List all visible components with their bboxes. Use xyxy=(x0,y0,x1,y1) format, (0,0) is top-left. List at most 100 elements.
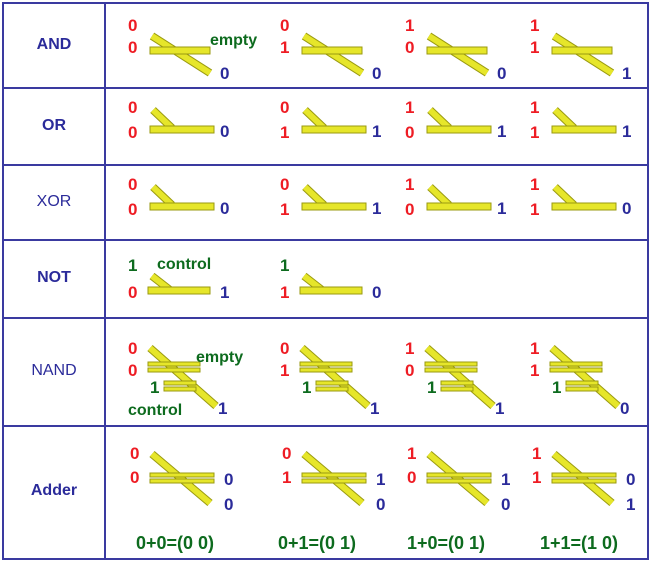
rod xyxy=(149,125,215,134)
output: 1 xyxy=(370,399,379,418)
output-sum: 1 xyxy=(376,470,385,489)
input-a: 1 xyxy=(405,175,414,194)
input-b: 1 xyxy=(530,200,539,219)
row-label-xor: XOR xyxy=(36,192,72,210)
rod xyxy=(147,367,201,373)
rod xyxy=(147,361,201,367)
input-b: 0 xyxy=(128,361,137,380)
input-a: 1 xyxy=(405,98,414,117)
input-a: 1 xyxy=(530,16,539,35)
rod xyxy=(551,202,617,211)
input-b: 1 xyxy=(530,123,539,142)
output: 1 xyxy=(220,283,229,302)
rod xyxy=(149,478,215,484)
control-input: 1 xyxy=(302,378,311,397)
output: 0 xyxy=(622,199,631,218)
rod xyxy=(299,361,353,367)
output: 1 xyxy=(622,64,631,83)
control-input: 1 xyxy=(552,378,561,397)
rod xyxy=(301,472,367,478)
rod xyxy=(551,478,617,484)
rod-diagonal xyxy=(425,345,495,409)
rod xyxy=(147,286,211,295)
output: 1 xyxy=(495,399,504,418)
input-b: 1 xyxy=(530,38,539,57)
rod-diagonal xyxy=(550,345,620,409)
output: 1 xyxy=(372,122,381,141)
input-a: 1 xyxy=(530,175,539,194)
row-label-nand: NAND xyxy=(31,362,77,379)
input-a: 0 xyxy=(128,16,137,35)
output: 1 xyxy=(497,122,506,141)
input: 1 xyxy=(280,283,289,302)
input-b: 1 xyxy=(280,123,289,142)
row-divider xyxy=(2,425,648,427)
adder-equation: 1+0=(0 1) xyxy=(407,533,485,553)
output-carry: 1 xyxy=(626,495,635,514)
input-b: 1 xyxy=(530,361,539,380)
output-carry: 0 xyxy=(376,495,385,514)
rod-diagonal xyxy=(427,107,452,131)
rod-diagonal xyxy=(552,184,577,208)
rod xyxy=(426,46,488,55)
empty-label: empty xyxy=(196,349,243,366)
rod xyxy=(301,202,367,211)
input-b: 0 xyxy=(128,200,137,219)
input-a: 0 xyxy=(280,175,289,194)
rod xyxy=(163,386,197,392)
input-a: 0 xyxy=(280,98,289,117)
gate-and-case: 1 1 1 xyxy=(530,16,631,83)
input-a: 0 xyxy=(282,444,291,463)
input-a: 0 xyxy=(130,444,139,463)
rod-diagonal xyxy=(150,184,175,208)
row-label-not: NOT xyxy=(37,269,71,286)
rod xyxy=(424,361,478,367)
control-input: 1 xyxy=(128,256,137,275)
rod xyxy=(565,380,599,386)
input-b: 0 xyxy=(128,123,137,142)
input-b: 0 xyxy=(130,468,139,487)
rod xyxy=(549,361,603,367)
row-divider xyxy=(2,164,648,166)
rod-diagonal xyxy=(300,345,370,409)
input-a: 0 xyxy=(128,98,137,117)
rod xyxy=(163,380,197,386)
rod xyxy=(440,386,474,392)
rod xyxy=(426,202,492,211)
output: 1 xyxy=(218,399,227,418)
input-a: 1 xyxy=(530,339,539,358)
rod-diagonal xyxy=(148,345,218,409)
output: 0 xyxy=(497,64,506,83)
control-input: 1 xyxy=(427,378,436,397)
rod-diagonal xyxy=(302,107,327,131)
rod xyxy=(426,472,492,478)
rod-diagonal xyxy=(150,107,175,131)
adder-equation: 0+1=(0 1) xyxy=(278,533,356,553)
gate-and-case: 010 xyxy=(280,16,381,83)
rod xyxy=(551,46,613,55)
input: 0 xyxy=(128,283,137,302)
rod xyxy=(299,367,353,373)
output-sum: 0 xyxy=(224,470,233,489)
input-b: 0 xyxy=(407,468,416,487)
input-a: 1 xyxy=(405,16,414,35)
row-divider xyxy=(2,239,648,241)
output: 0 xyxy=(220,199,229,218)
rod xyxy=(299,286,363,295)
rod xyxy=(440,380,474,386)
output-sum: 0 xyxy=(626,470,635,489)
